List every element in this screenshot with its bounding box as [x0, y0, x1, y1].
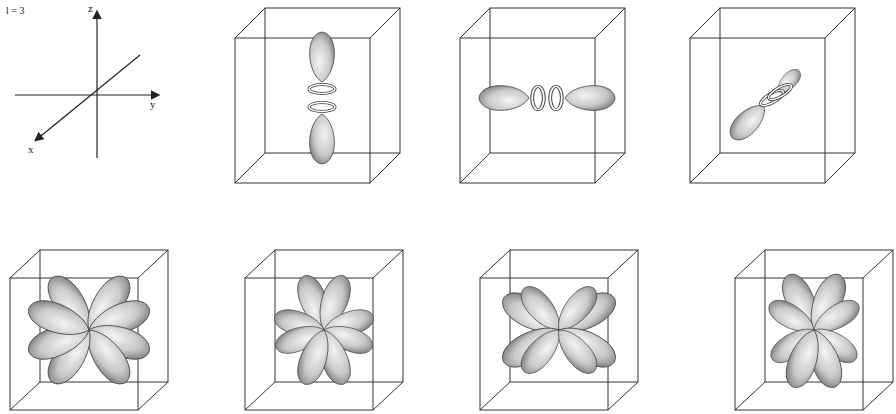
quantum-number: l = 3 — [6, 6, 24, 16]
orbital-fy-z2x2 — [764, 269, 864, 392]
orbital-fz3 — [309, 32, 335, 164]
orbital-fx-z2y2 — [496, 281, 621, 380]
axis-label: y — [150, 99, 156, 110]
axis-label: x — [28, 144, 34, 155]
orbital-fxyz — [24, 269, 154, 390]
orbital-fz-x2y2 — [272, 271, 377, 388]
coordinate-axes — [15, 12, 158, 158]
axis-label: z — [88, 3, 93, 14]
orbital-fx3 — [724, 66, 804, 146]
orbital-fy3 — [479, 86, 615, 111]
